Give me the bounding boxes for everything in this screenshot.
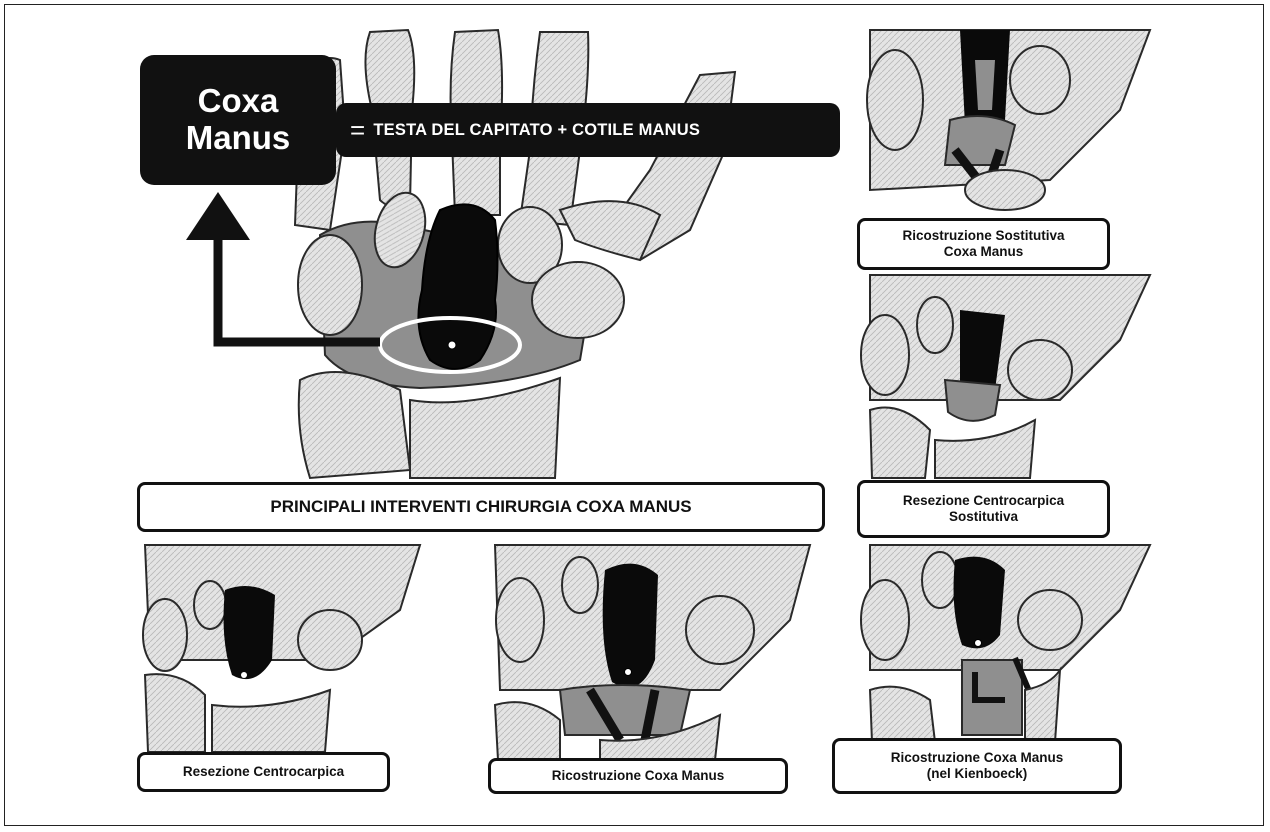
panel-ricostruzione-kienboeck-drawing xyxy=(861,545,1150,742)
label-line: (nel Kienboeck) xyxy=(891,766,1064,782)
label-line: Sostitutiva xyxy=(903,509,1064,525)
title-line-2: Manus xyxy=(186,120,291,157)
label-line: Ricostruzione Coxa Manus xyxy=(891,750,1064,766)
label-resezione-centrocarpica-sostitutiva: Resezione Centrocarpica Sostitutiva xyxy=(857,480,1110,538)
label-line: Resezione Centrocarpica xyxy=(183,764,344,780)
label-line: Ricostruzione Coxa Manus xyxy=(552,768,725,784)
equals-sign: = xyxy=(350,115,365,146)
equation-text: TESTA DEL CAPITATO + COTILE MANUS xyxy=(373,121,700,140)
panel-resezione-sostitutiva-drawing xyxy=(861,275,1150,478)
title-line-1: Coxa xyxy=(198,83,279,120)
panel-resezione-centrocarpica-drawing xyxy=(143,545,420,752)
label-line: Coxa Manus xyxy=(902,244,1064,260)
coxa-manus-title: Coxa Manus xyxy=(140,55,336,185)
label-ricostruzione-coxa-manus: Ricostruzione Coxa Manus xyxy=(488,758,788,794)
label-line: Resezione Centrocarpica xyxy=(903,493,1064,509)
label-ricostruzione-sostitutiva: Ricostruzione Sostitutiva Coxa Manus xyxy=(857,218,1110,270)
panel-ricostruzione-coxa-manus-drawing xyxy=(495,545,810,760)
label-ricostruzione-kienboeck: Ricostruzione Coxa Manus (nel Kienboeck) xyxy=(832,738,1122,794)
label-line: Ricostruzione Sostitutiva xyxy=(902,228,1064,244)
equation-bar: = TESTA DEL CAPITATO + COTILE MANUS xyxy=(336,103,840,157)
main-procedures-label: PRINCIPALI INTERVENTI CHIRURGIA COXA MAN… xyxy=(137,482,825,532)
panel-ricostruzione-sostitutiva-drawing xyxy=(867,30,1150,210)
label-resezione-centrocarpica: Resezione Centrocarpica xyxy=(137,752,390,792)
